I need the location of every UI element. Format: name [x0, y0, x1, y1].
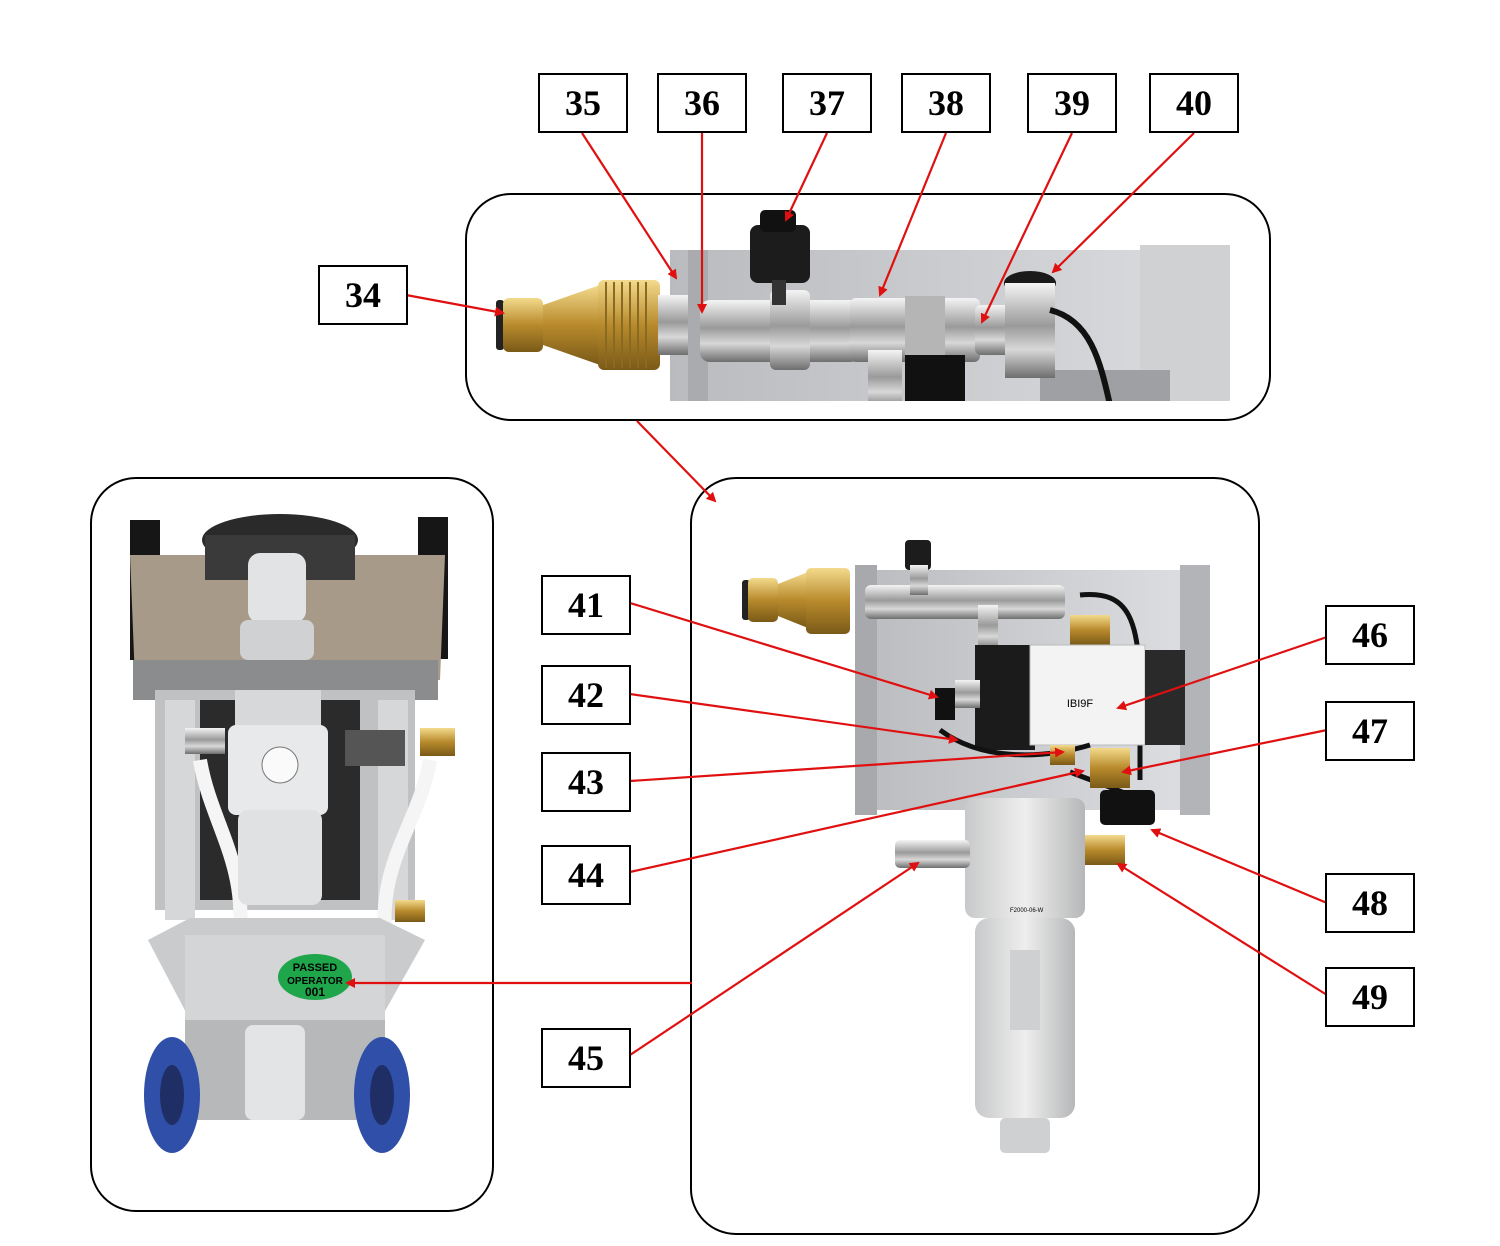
- leader-lines: [345, 132, 1328, 1056]
- leader-42: [629, 692, 959, 744]
- filter-label: F2000-06-W: [1010, 908, 1044, 914]
- leader-49: [1116, 862, 1328, 996]
- leader-47: [1121, 728, 1328, 776]
- assembly-detail-photo: IBI9F F2000-06-W: [742, 540, 1210, 1153]
- cart-overview-photo: PASSED OPERATOR 001: [130, 514, 455, 1153]
- callout-42: 42: [541, 665, 631, 725]
- sticker-line3: 001: [305, 985, 325, 999]
- leader-41: [629, 601, 939, 700]
- callout-41: 41: [541, 575, 631, 635]
- leader-46: [1116, 635, 1328, 711]
- callout-38: 38: [901, 73, 991, 133]
- leader-43: [629, 747, 1065, 783]
- callout-35: 35: [538, 73, 628, 133]
- leader-44: [629, 767, 1085, 874]
- sticker-line1: PASSED: [293, 962, 337, 974]
- leader-40: [1051, 132, 1195, 274]
- callout-44: 44: [541, 845, 631, 905]
- callout-46: 46: [1325, 605, 1415, 665]
- leader-39: [980, 132, 1073, 324]
- callout-36: 36: [657, 73, 747, 133]
- leader-34: [405, 293, 505, 317]
- leader-panel-link: [636, 420, 717, 503]
- leader-38: [878, 132, 948, 297]
- top-detail-photo: [496, 210, 1230, 401]
- leader-48: [1150, 828, 1328, 905]
- callout-47: 47: [1325, 701, 1415, 761]
- callout-48: 48: [1325, 873, 1415, 933]
- callout-45: 45: [541, 1028, 631, 1088]
- leader-45: [629, 861, 920, 1056]
- callout-37: 37: [782, 73, 872, 133]
- leader-37: [784, 132, 828, 222]
- callout-39: 39: [1027, 73, 1117, 133]
- callout-34: 34: [318, 265, 408, 325]
- callout-40: 40: [1149, 73, 1239, 133]
- valve-label: IBI9F: [1067, 698, 1094, 710]
- sticker-line2: OPERATOR: [287, 976, 344, 987]
- callout-43: 43: [541, 752, 631, 812]
- leader-35: [581, 132, 678, 280]
- callout-49: 49: [1325, 967, 1415, 1027]
